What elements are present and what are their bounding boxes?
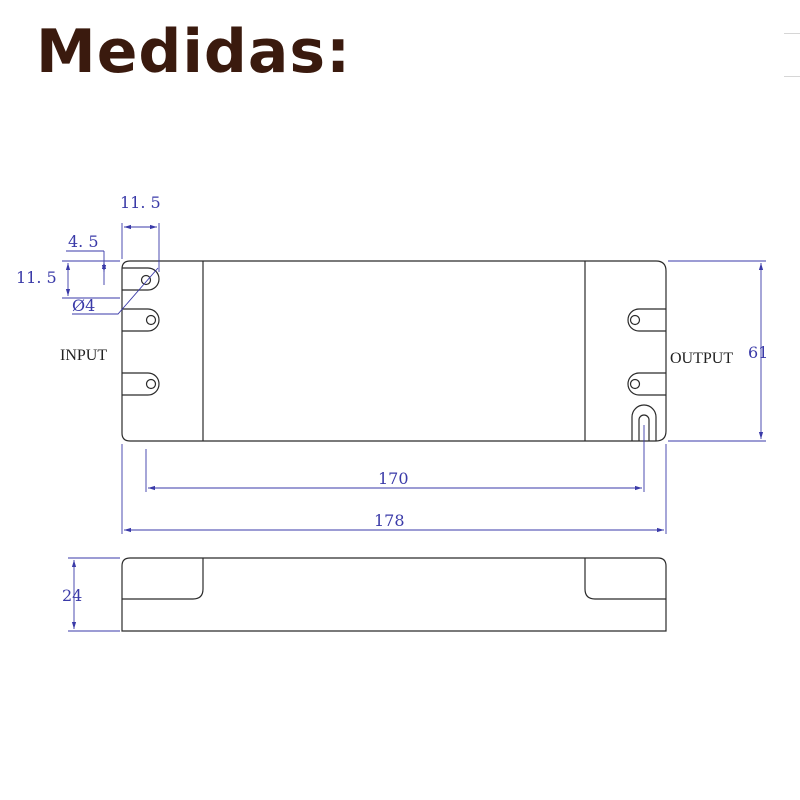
output-terminal-tab-2: [627, 372, 666, 396]
input-label: INPUT: [60, 347, 107, 364]
side-view-dimensions: 24: [62, 557, 120, 632]
side-view-output-cap: [584, 558, 666, 600]
output-mount-slot: [631, 404, 657, 441]
width-value: 61: [748, 343, 768, 362]
top-view: INPUT OUTPUT: [60, 260, 733, 442]
mount-offset-value: 11. 5: [120, 193, 161, 212]
output-terminal-screw-1: [629, 314, 641, 326]
side-view: [121, 557, 667, 632]
hole-height-value: 11. 5: [16, 268, 57, 287]
hole-diameter-value: Ø4: [72, 296, 95, 315]
input-slot-tab: [122, 267, 160, 291]
corner-divider-top: [784, 33, 800, 34]
side-view-input-cap: [122, 558, 204, 600]
corner-divider-bottom: [784, 76, 800, 77]
output-mount-slot-inner: [638, 414, 650, 441]
top-view-dimensions: 11. 5 4. 5 11. 5 Ø4 170 178 61: [16, 193, 768, 534]
output-terminal-tab-1: [627, 308, 666, 332]
input-terminal-tab-1: [122, 308, 160, 332]
page-title: Medidas:: [36, 17, 352, 87]
height-value: 24: [62, 586, 82, 605]
input-mount-hole: [140, 274, 152, 286]
side-view-body-outline: [121, 557, 667, 632]
input-terminal-screw-2: [145, 378, 157, 390]
input-terminal-screw-1: [145, 314, 157, 326]
output-terminal-screw-2: [629, 378, 641, 390]
hole-spacing-value: 170: [378, 469, 409, 488]
output-label: OUTPUT: [670, 350, 733, 367]
input-terminal-tab-2: [122, 372, 160, 396]
slot-offset-value: 4. 5: [68, 232, 99, 251]
length-value: 178: [374, 511, 405, 530]
hole-diameter-leader: [72, 267, 159, 315]
